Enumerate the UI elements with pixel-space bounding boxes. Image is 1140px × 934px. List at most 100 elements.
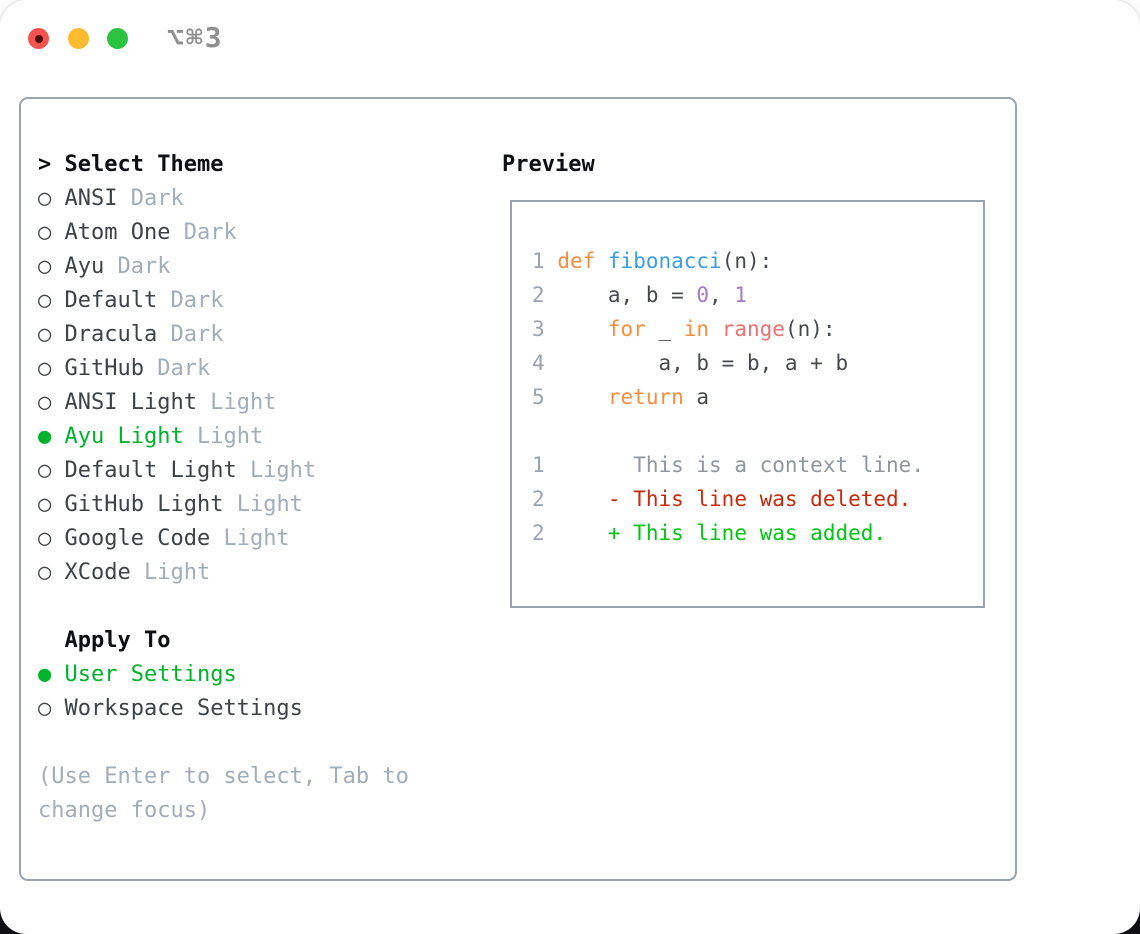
theme-option[interactable]: ○ GitHub Light Light — [38, 488, 316, 522]
select-theme-title: Select Theme — [64, 152, 224, 177]
hint-line: change focus) — [38, 798, 211, 823]
code-token: 0 — [696, 283, 710, 307]
option-label: Ayu Light — [64, 424, 184, 449]
radio-unselected-icon: ○ — [38, 458, 52, 483]
radio-unselected-icon: ○ — [38, 356, 52, 381]
theme-option[interactable]: ● Ayu Light Light — [38, 420, 316, 454]
radio-unselected-icon: ○ — [38, 322, 52, 347]
minimize-button[interactable] — [68, 28, 89, 49]
option-label: Google Code — [64, 526, 211, 551]
option-label: Workspace Settings — [64, 696, 303, 721]
code-token — [557, 385, 608, 409]
option-label: XCode — [64, 560, 131, 585]
line-number: 1 — [532, 249, 545, 273]
radio-unselected-icon: ○ — [38, 526, 52, 551]
keyboard-hint: (Use Enter to select, Tab to change focus… — [38, 760, 409, 828]
prompt-icon: > — [38, 152, 52, 177]
line-number: 5 — [532, 385, 545, 409]
code-token: a, b = b, a + b — [557, 351, 849, 375]
line-number: 2 — [532, 487, 545, 511]
code-token — [709, 317, 722, 341]
apply-to-option[interactable]: ● User Settings — [38, 658, 303, 692]
code-line: 5 return a — [532, 380, 983, 414]
theme-variant-label: Light — [196, 424, 264, 449]
line-number: 4 — [532, 351, 545, 375]
option-label: Atom One — [64, 220, 171, 245]
theme-option[interactable]: ○ Default Light Light — [38, 454, 316, 488]
line-number: 2 — [532, 521, 545, 545]
spacer — [51, 152, 64, 177]
line-number: 3 — [532, 317, 545, 341]
radio-unselected-icon: ○ — [38, 390, 52, 415]
option-label: Dracula — [64, 322, 158, 347]
option-label: ANSI Light — [64, 390, 197, 415]
radio-selected-icon: ● — [38, 662, 52, 687]
option-label: GitHub Light — [64, 492, 224, 517]
apply-to-title: Apply To — [64, 628, 171, 653]
option-label: Default — [64, 288, 158, 313]
theme-option[interactable]: ○ GitHub Dark — [38, 352, 316, 386]
theme-list: > Select Theme ○ ANSI Dark○ Atom One Dar… — [38, 148, 316, 590]
theme-variant-label: Light — [210, 390, 277, 415]
spacer — [38, 628, 65, 653]
line-number: 2 — [532, 283, 545, 307]
preview-title: Preview — [502, 152, 595, 177]
theme-option[interactable]: ○ ANSI Dark — [38, 182, 316, 216]
close-button[interactable] — [28, 28, 49, 49]
code-token: a — [683, 385, 710, 409]
code-token: in — [683, 317, 710, 341]
theme-option[interactable]: ○ Default Dark — [38, 284, 316, 318]
apply-to-header: Apply To — [38, 624, 303, 658]
theme-variant-label: Light — [236, 492, 303, 517]
code-token: + This line was added. — [557, 521, 887, 545]
radio-unselected-icon: ○ — [38, 560, 52, 585]
code-line: 1 This is a context line. — [532, 448, 983, 482]
code-token: - This line was deleted. — [557, 487, 912, 511]
theme-option[interactable]: ○ ANSI Light Light — [38, 386, 316, 420]
code-line: 2 + This line was added. — [532, 516, 983, 550]
code-token: range — [721, 317, 785, 341]
option-label: Ayu — [64, 254, 105, 279]
theme-variant-label: Light — [223, 526, 290, 551]
code-token: return — [607, 385, 684, 409]
line-number: 1 — [532, 453, 545, 477]
code-token: (n): — [721, 249, 773, 273]
theme-variant-label: Dark — [170, 288, 224, 313]
zoom-button[interactable] — [107, 28, 128, 49]
theme-option[interactable]: ○ Atom One Dark — [38, 216, 316, 250]
theme-option[interactable]: ○ Dracula Dark — [38, 318, 316, 352]
code-token: , — [709, 283, 735, 307]
option-label: User Settings — [64, 662, 237, 687]
code-line: 3 for _ in range(n): — [532, 312, 983, 346]
theme-variant-label: Dark — [117, 254, 171, 279]
apply-to-option[interactable]: ○ Workspace Settings — [38, 692, 303, 726]
code-token: for — [607, 317, 646, 341]
radio-unselected-icon: ○ — [38, 254, 52, 279]
theme-option[interactable]: ○ XCode Light — [38, 556, 316, 590]
select-theme-header: > Select Theme — [38, 148, 316, 182]
radio-unselected-icon: ○ — [38, 220, 52, 245]
code-token: a, b = — [557, 283, 697, 307]
hint-line: (Use Enter to select, Tab to — [38, 764, 409, 789]
code-token — [557, 317, 608, 341]
code-token: def — [557, 249, 596, 273]
code-line: 4 a, b = b, a + b — [532, 346, 983, 380]
code-token: _ — [645, 317, 684, 341]
theme-option[interactable]: ○ Google Code Light — [38, 522, 316, 556]
theme-variant-label: Light — [143, 560, 211, 585]
theme-option[interactable]: ○ Ayu Dark — [38, 250, 316, 284]
radio-unselected-icon: ○ — [38, 492, 52, 517]
code-line: 2 a, b = 0, 1 — [532, 278, 983, 312]
theme-variant-label: Dark — [130, 186, 184, 211]
radio-unselected-icon: ○ — [38, 696, 52, 721]
code-token: This is a context line. — [557, 453, 924, 477]
option-label: ANSI — [64, 186, 118, 211]
code-token: (n): — [784, 317, 836, 341]
code-line — [532, 414, 983, 448]
theme-variant-label: Light — [249, 458, 317, 483]
radio-unselected-icon: ○ — [38, 186, 52, 211]
theme-variant-label: Dark — [157, 356, 211, 381]
